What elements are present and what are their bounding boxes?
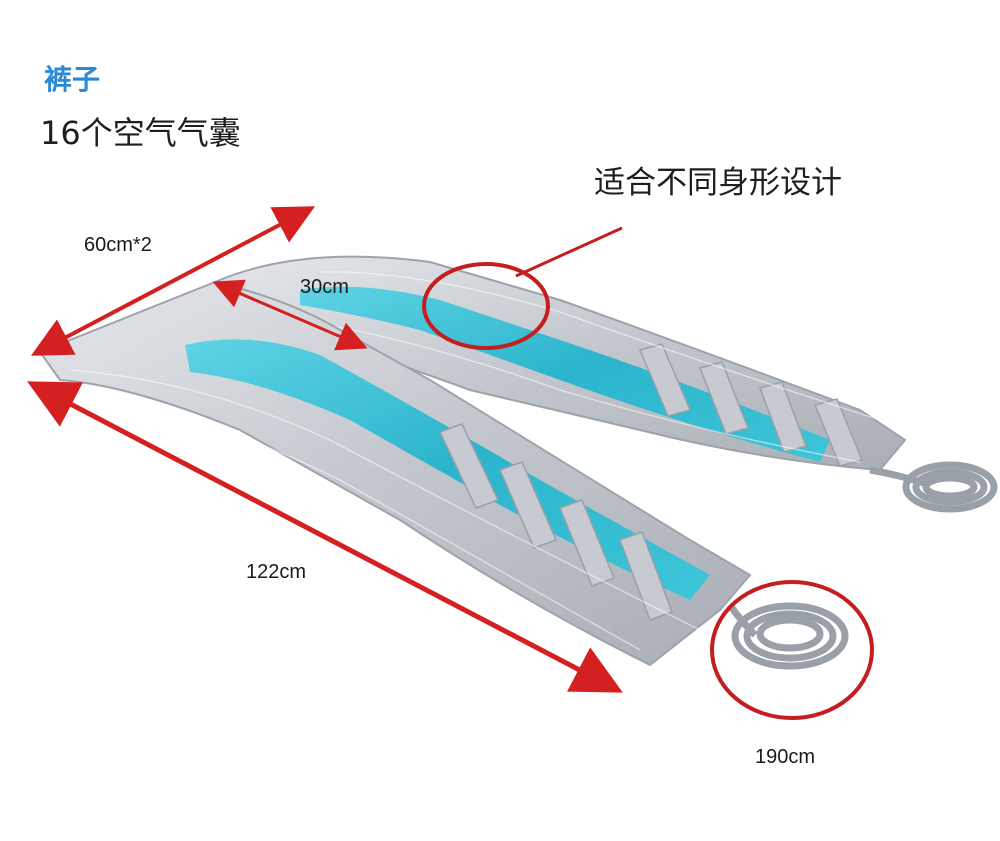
width-arrow [30, 206, 316, 356]
hose-highlight-circle [710, 580, 874, 720]
leg-width-arrow [212, 279, 368, 351]
hose-coil-upper [869, 461, 998, 513]
leg-width-dimension-label: 30cm [300, 276, 349, 298]
width-dimension-label: 60cm*2 [84, 234, 152, 256]
hose-coil-lower [727, 602, 849, 670]
length-dimension-label: 122cm [246, 561, 307, 583]
feature-callout-label: 适合不同身形设计 [594, 165, 842, 201]
length-arrow [27, 381, 623, 693]
feature-highlight-circle [422, 262, 550, 350]
product-title: 裤子 [44, 63, 101, 96]
feature-callout-line [515, 226, 623, 278]
airbag-count-label: 16个空气气囊 [40, 114, 241, 152]
hose-length-dimension-label: 190cm [755, 746, 816, 768]
